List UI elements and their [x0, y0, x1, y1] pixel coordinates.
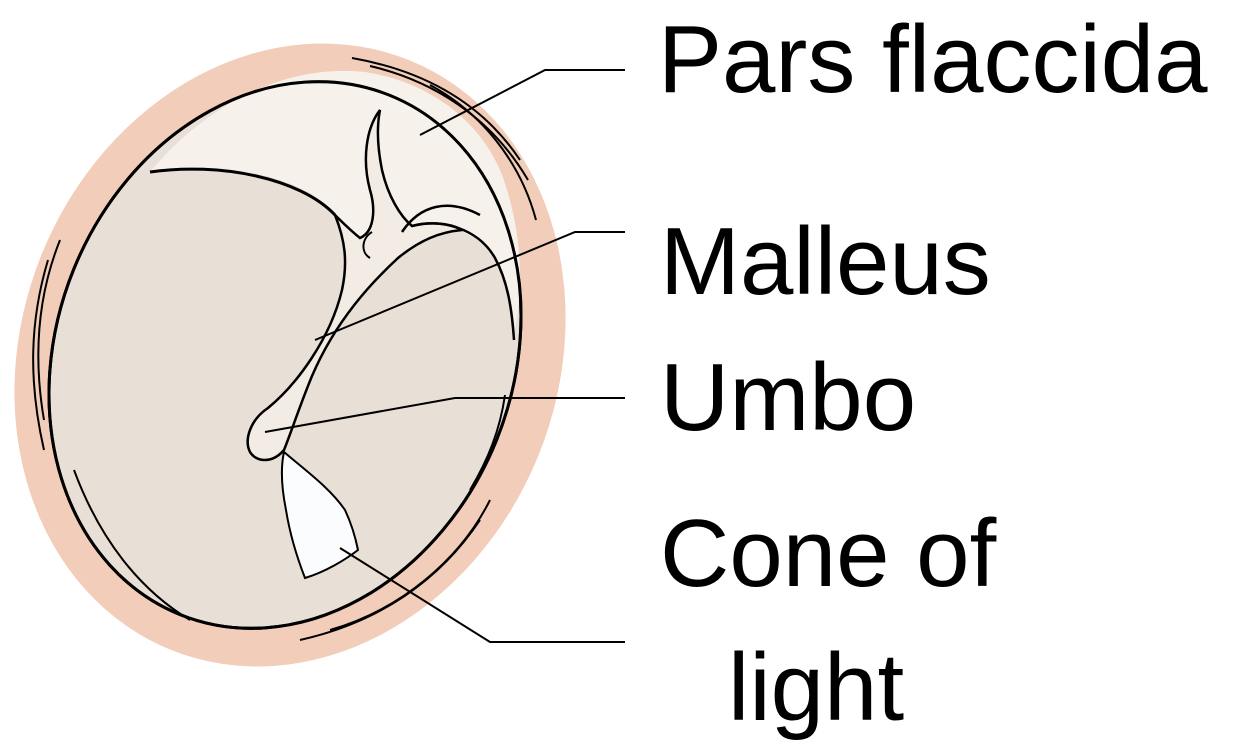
label-malleus: Malleus — [660, 214, 991, 310]
label-cone-of-light-line2: light — [728, 640, 904, 736]
label-umbo: Umbo — [660, 350, 916, 446]
label-cone-of-light-line1: Cone of — [660, 506, 996, 602]
label-pars-flaccida: Pars flaccida — [658, 12, 1208, 108]
